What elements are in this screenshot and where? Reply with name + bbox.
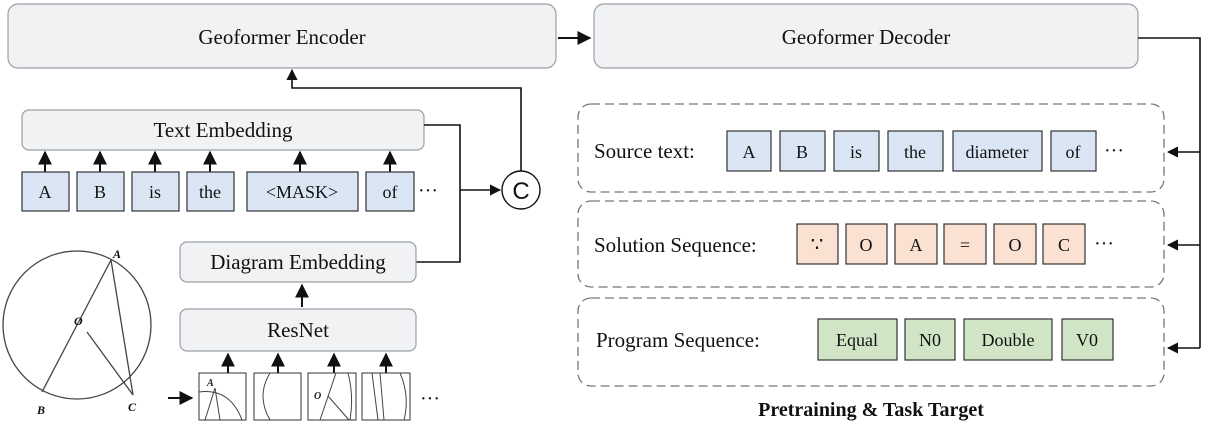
program-token: N0 [919,330,941,350]
input-token-mask: <MASK> [246,150,359,212]
source-token-box [887,130,944,172]
source-text-panel [577,103,1165,193]
input-token-box [246,171,359,212]
input-token: B [76,150,125,212]
input-token: is [131,150,180,212]
input-token-label: A [39,182,52,202]
input-token-label: is [149,182,161,202]
point-c-label: C [128,400,137,414]
source-token-box [779,130,826,172]
source-token-row: A B is the diameter of [726,130,1097,172]
point-o-label: O [74,314,83,328]
input-token-label: the [199,182,221,202]
source-text-label: Source text: [594,139,695,163]
input-token: the [186,150,235,212]
input-token: A [21,150,70,212]
input-token-box [76,171,125,212]
program-sequence-label: Program Sequence: [596,328,760,352]
solution-token-box [993,223,1037,265]
image-patch: A [198,372,247,421]
diagram-embedding-to-concat-line [416,190,461,263]
pretraining-caption: Pretraining & Task Target [758,399,984,421]
input-token-label: B [94,182,106,202]
solution-ellipsis: ··· [1094,233,1114,255]
resnet-block [179,308,417,352]
image-patch [253,372,302,421]
source-token-box [1050,130,1097,172]
concat-to-encoder-line [286,68,522,171]
solution-token-row: ∵ O A = O C [796,223,1086,265]
solution-token: ∵ [811,234,824,256]
solution-token-box [1042,223,1086,265]
geoformer-decoder-block [593,3,1139,69]
geoformer-encoder-label: Geoformer Encoder [198,25,365,49]
input-token-box [131,171,180,212]
figure-line-oc [86,331,134,396]
solution-token: C [1058,235,1070,255]
input-token-label: of [383,182,398,202]
patch-point-label: A [206,378,214,389]
source-token-box [726,130,772,172]
image-patch: O [307,372,357,421]
text-embedding-block [21,109,425,151]
solution-token: O [860,235,873,255]
point-b-label: B [36,403,45,417]
source-token-box [952,130,1043,172]
input-token-box [21,171,70,212]
solution-token-box [796,223,839,265]
solution-token-box [894,223,938,265]
patch-ellipsis: ··· [420,388,440,410]
source-token: diameter [966,142,1029,162]
geoformer-encoder-block [7,3,557,69]
program-sequence-panel [577,297,1165,387]
solution-token: A [910,235,923,255]
text-embedding-to-concat-line [424,124,461,190]
input-token-row: A B is the <MASK> of [21,150,415,212]
geoformer-decoder-label: Geoformer Decoder [782,25,951,49]
solution-token-box [845,223,888,265]
program-token: V0 [1076,330,1098,350]
diagram-embedding-label: Diagram Embedding [210,250,386,274]
solution-sequence-label: Solution Sequence: [594,233,757,257]
program-token-box [817,318,898,361]
geometry-figure: A O B C [2,247,152,417]
diagram-embedding-block [179,241,417,283]
source-token-box [833,130,880,172]
program-token-box [963,318,1053,361]
input-token-label: <MASK> [266,182,338,202]
text-embedding-label: Text Embedding [153,118,293,142]
source-token: A [743,142,756,162]
concat-symbol: C [512,178,529,205]
figure-circle [2,250,152,400]
solution-sequence-panel [577,200,1165,288]
input-token-box [365,171,415,212]
solution-token: = [960,235,970,255]
source-ellipsis: ··· [1104,140,1124,162]
input-ellipsis: ··· [418,180,438,202]
program-token: Double [982,330,1035,350]
point-a-label: A [112,247,121,261]
solution-token-box [943,223,987,265]
source-token: B [796,142,808,162]
decoder-output-line [1138,37,1201,348]
figure-line-ab [41,259,112,393]
program-token-row: Equal N0 Double V0 [817,318,1114,361]
resnet-label: ResNet [267,318,329,342]
program-token-box [1061,318,1114,361]
program-token-box [904,318,956,361]
solution-token: O [1009,235,1022,255]
figure-line-ac [110,259,134,396]
patch-point-label: O [314,391,321,402]
source-token: the [904,142,926,162]
image-patch [361,372,411,421]
input-token-box [186,171,235,212]
program-token: Equal [836,330,878,350]
source-token: is [850,142,862,162]
input-token: of [365,150,415,212]
source-token: of [1066,142,1081,162]
